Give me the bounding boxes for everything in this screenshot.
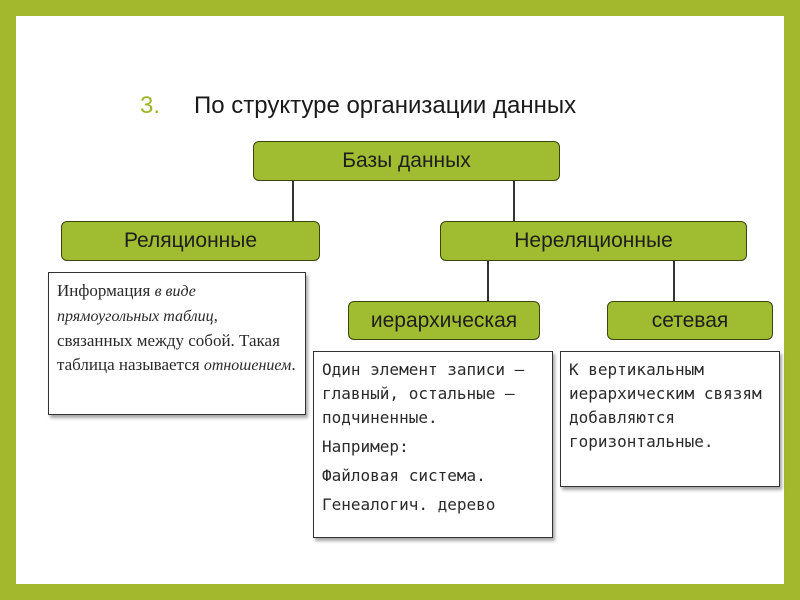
heading-text: По структуре организации данных <box>194 92 577 119</box>
connector-nonrelational-hierarchical <box>487 261 489 301</box>
hierarchical-description: Один элемент записи – главный, остальные… <box>313 351 553 538</box>
node-databases: Базы данных <box>253 141 560 181</box>
hierarchical-desc-line1: Один элемент записи – главный, остальные… <box>322 360 525 427</box>
connector-nonrelational-network <box>673 261 675 301</box>
relational-desc-part5: . <box>291 355 296 374</box>
connector-root-nonrelational <box>513 181 515 221</box>
hierarchical-desc-line2: Например: <box>322 437 409 456</box>
network-desc-text: К вертикальным иерархическим связям доба… <box>569 360 762 451</box>
node-network: сетевая <box>607 301 773 340</box>
relational-desc-part1: Информация <box>57 281 155 300</box>
hierarchical-desc-line4: Генеалогич. дерево <box>322 495 496 514</box>
relational-desc-part3: , связанных между собой. Такая таблица н… <box>57 306 280 374</box>
relational-desc-italic-relation: отношением <box>203 357 292 374</box>
slide-heading: 3. По структуре организации данных <box>140 92 576 124</box>
heading-number: 3. <box>140 92 161 119</box>
relational-description: Информация в виде прямоугольных таблиц, … <box>48 272 306 415</box>
network-description: К вертикальным иерархическим связям доба… <box>560 351 780 487</box>
node-nonrelational: Нереляционные <box>440 221 747 261</box>
node-hierarchical: иерархическая <box>348 301 540 340</box>
hierarchical-desc-line3: Файловая система. <box>322 466 486 485</box>
node-relational: Реляционные <box>61 221 320 261</box>
connector-root-relational <box>292 181 294 221</box>
relational-desc-italic-tables: в виде прямоугольных таблиц <box>57 283 214 325</box>
